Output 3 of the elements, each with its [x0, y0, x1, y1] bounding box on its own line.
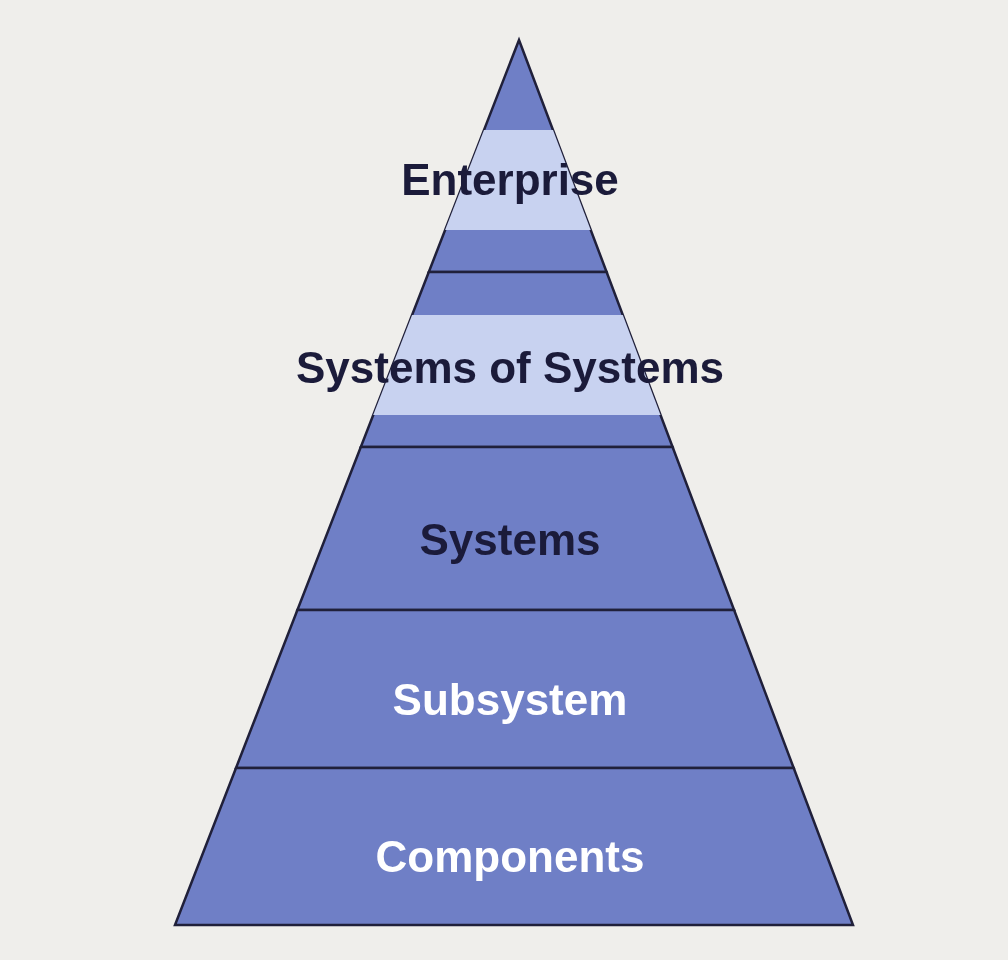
tier-label: Components — [375, 832, 645, 882]
tier-label: Systems — [419, 515, 601, 565]
tier-label: Subsystem — [392, 675, 628, 725]
